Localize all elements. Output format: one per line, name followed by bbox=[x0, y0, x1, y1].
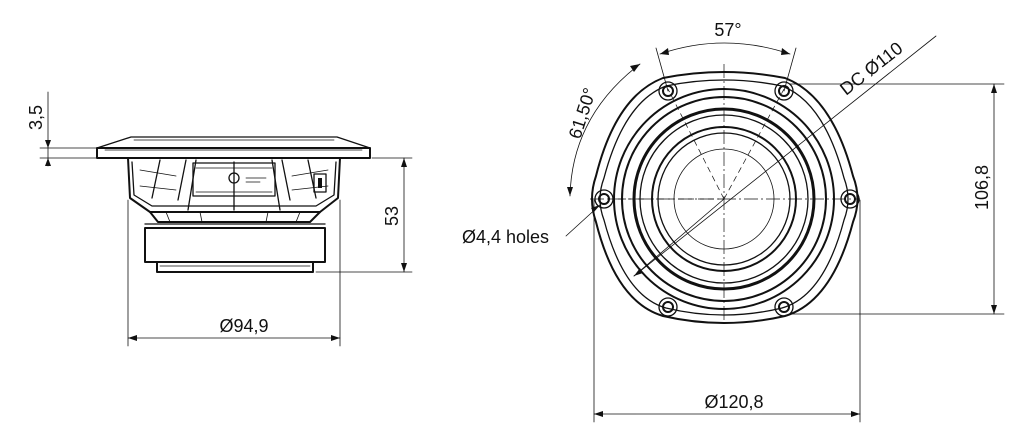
dim-angle-top: 57° bbox=[655, 20, 797, 92]
mounting-hole bbox=[774, 297, 794, 317]
dim-width: Ø120,8 bbox=[593, 199, 861, 423]
dim-depth-label: 53 bbox=[382, 206, 402, 226]
dim-basket-diameter: Ø94,9 bbox=[127, 199, 341, 347]
dim-diameter-label: Ø94,9 bbox=[219, 316, 268, 336]
mounting-holes bbox=[594, 81, 860, 317]
dim-flange-thickness: 3,5 bbox=[26, 91, 97, 167]
side-basket bbox=[127, 157, 341, 223]
dim-holes-label: Ø4,4 holes bbox=[462, 227, 549, 247]
mounting-hole bbox=[658, 297, 678, 317]
mounting-hole bbox=[774, 81, 794, 101]
side-flange bbox=[96, 136, 371, 159]
front-reference-lines bbox=[604, 88, 785, 277]
dim-depth: 53 bbox=[315, 157, 413, 273]
mounting-hole bbox=[840, 189, 860, 209]
dim-holes: Ø4,4 holes bbox=[462, 204, 601, 247]
dim-bolt-circle: DC Ø110 bbox=[633, 35, 937, 277]
dim-height-label: 106,8 bbox=[972, 165, 992, 210]
dim-bolt-circle-label: DC Ø110 bbox=[836, 38, 906, 99]
mounting-hole bbox=[594, 189, 614, 209]
mounting-hole bbox=[658, 81, 678, 101]
dim-width-label: Ø120,8 bbox=[704, 392, 763, 412]
side-magnet bbox=[144, 223, 326, 273]
front-view: 57° 61,50° DC Ø110 Ø4,4 holes 106,8 bbox=[462, 20, 1005, 423]
dim-angle-left-label: 61,50° bbox=[565, 85, 600, 141]
dim-flange-label: 3,5 bbox=[26, 105, 46, 130]
dim-angle-left: 61,50° bbox=[565, 63, 641, 197]
side-view: 3,5 53 Ø94,9 bbox=[26, 91, 413, 347]
dim-angle-top-label: 57° bbox=[714, 20, 741, 40]
dim-height: 106,8 bbox=[789, 83, 1005, 315]
